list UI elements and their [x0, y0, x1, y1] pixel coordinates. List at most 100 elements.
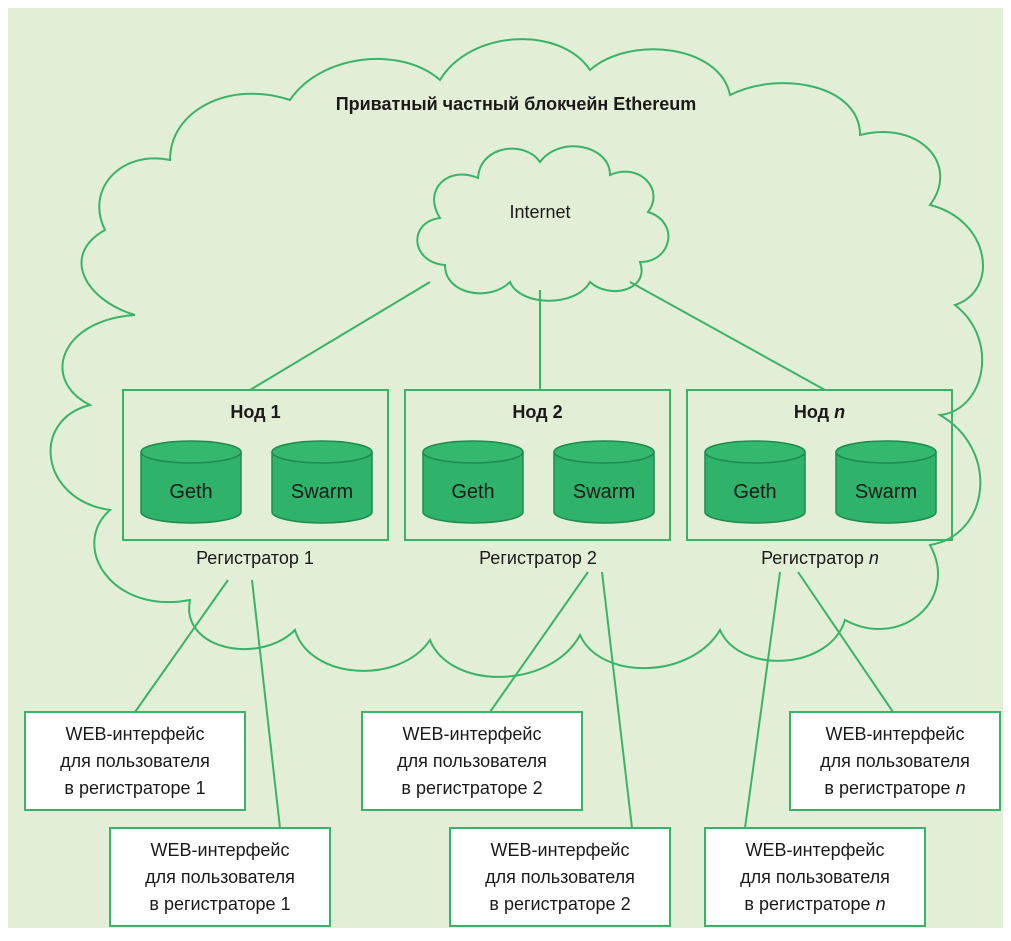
- web-box-line-2: для пользователя: [145, 867, 295, 887]
- web-box-frame: [704, 827, 926, 927]
- swarm-db-top: [271, 440, 373, 464]
- node-title-number: n: [834, 402, 845, 422]
- web-box-line-2: для пользователя: [485, 867, 635, 887]
- node-title: Нод n: [794, 402, 845, 422]
- web-box-line-1: WEB-интерфейс: [826, 724, 965, 744]
- swarm-db-top: [553, 440, 655, 464]
- registrar-number: 2: [587, 548, 597, 568]
- geth-db-label: Geth: [451, 481, 494, 503]
- registrar-text: Регистратор: [196, 548, 304, 568]
- node-box: [686, 389, 953, 541]
- web-box-line-3-text: в регистраторе: [824, 778, 955, 798]
- link-regn-web-b: [797, 571, 894, 713]
- swarm-db-body: [835, 451, 937, 524]
- web-box-line-3: в регистраторе 1: [64, 778, 205, 798]
- web-box-number: 2: [533, 778, 543, 798]
- registrar-label: Регистратор n: [761, 548, 879, 568]
- swarm-db-body: [553, 451, 655, 524]
- internet-label: Internet: [509, 202, 570, 222]
- registrar-number: 1: [304, 548, 314, 568]
- node-title-text: Нод: [230, 402, 270, 422]
- internet-cloud: [416, 145, 670, 302]
- web-box-line-2: для пользователя: [740, 867, 890, 887]
- link-regn-web-a: [744, 571, 781, 829]
- geth-db-label: Geth: [733, 481, 776, 503]
- web-box-line-3-text: в регистраторе: [744, 894, 875, 914]
- geth-db-label: Geth: [169, 481, 212, 503]
- node-title-number: 1: [271, 402, 281, 422]
- node-title: Нод 2: [512, 402, 562, 422]
- link-reg1-web-b: [251, 579, 281, 829]
- web-box-line-3: в регистраторе 1: [149, 894, 290, 914]
- node-title-text: Нод: [512, 402, 552, 422]
- web-box-number: 1: [196, 778, 206, 798]
- registrar-label: Регистратор 1: [196, 548, 314, 568]
- web-box-line-1: WEB-интерфейс: [491, 840, 630, 860]
- web-box-line-1: WEB-интерфейс: [746, 840, 885, 860]
- web-box-frame: [449, 827, 671, 927]
- web-box-line-3-text: в регистраторе: [149, 894, 280, 914]
- node-title: Нод 1: [230, 402, 280, 422]
- geth-db: Geth: [704, 440, 806, 524]
- geth-db-body: [704, 451, 806, 524]
- web-box-line-3: в регистраторе 2: [489, 894, 630, 914]
- node-title-text: Нод: [794, 402, 834, 422]
- web-box-frame: [109, 827, 331, 927]
- web-box-line-3-text: в регистраторе: [489, 894, 620, 914]
- registrar-number: n: [869, 548, 879, 568]
- link-reg1-web-a: [134, 579, 229, 713]
- swarm-db-body: [271, 451, 373, 524]
- swarm-db-label: Swarm: [573, 481, 635, 503]
- web-box-number: n: [956, 778, 966, 798]
- registrar-label: Регистратор 2: [479, 548, 597, 568]
- web-box-number: 2: [621, 894, 631, 914]
- web-box-line-3-text: в регистраторе: [64, 778, 195, 798]
- geth-db-body: [140, 451, 242, 524]
- geth-db-top: [140, 440, 242, 464]
- registrar-text: Регистратор: [761, 548, 869, 568]
- web-box-line-3: в регистраторе n: [824, 778, 965, 798]
- link-internet-node-n: [629, 281, 826, 391]
- web-box-number: 1: [281, 894, 291, 914]
- node-box: [122, 389, 389, 541]
- geth-db: Geth: [140, 440, 242, 524]
- node-box: [404, 389, 671, 541]
- swarm-db-label: Swarm: [855, 481, 917, 503]
- web-interface-box: WEB-интерфейс для пользователя в регистрат…: [109, 827, 331, 927]
- web-interface-box: WEB-интерфейс для пользователя в регистрат…: [704, 827, 926, 927]
- web-box-line-1: WEB-интерфейс: [66, 724, 205, 744]
- geth-db-top: [422, 440, 524, 464]
- link-reg2-web-b: [601, 571, 633, 829]
- diagram-title: Приватный частный блокчейн Ethereum: [336, 94, 697, 114]
- swarm-db: Swarm: [835, 440, 937, 524]
- web-box-line-3-text: в регистраторе: [401, 778, 532, 798]
- geth-db-body: [422, 451, 524, 524]
- swarm-db: Swarm: [271, 440, 373, 524]
- node-title-number: 2: [553, 402, 563, 422]
- web-box-line-3: в регистраторе n: [744, 894, 885, 914]
- web-links: [134, 571, 894, 829]
- swarm-db: Swarm: [553, 440, 655, 524]
- web-box-line-3: в регистраторе 2: [401, 778, 542, 798]
- web-box-line-2: для пользователя: [397, 751, 547, 771]
- web-box-frame: [361, 711, 583, 811]
- web-box-line-1: WEB-интерфейс: [151, 840, 290, 860]
- link-reg2-web-a: [489, 571, 589, 713]
- blockchain-cloud: [49, 38, 984, 678]
- swarm-db-label: Swarm: [291, 481, 353, 503]
- web-box-frame: [789, 711, 1001, 811]
- web-box-line-2: для пользователя: [60, 751, 210, 771]
- web-interface-box: WEB-интерфейс для пользователя в регистрат…: [449, 827, 671, 927]
- registrar-text: Регистратор: [479, 548, 587, 568]
- internet-links: [249, 281, 826, 391]
- geth-db-top: [704, 440, 806, 464]
- link-internet-node-1: [249, 281, 431, 391]
- geth-db: Geth: [422, 440, 524, 524]
